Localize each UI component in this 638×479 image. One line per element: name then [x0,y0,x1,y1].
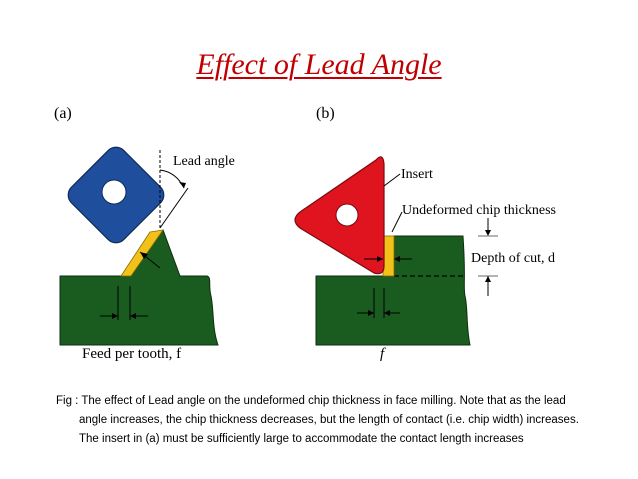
insert-a-hole [101,179,127,205]
depth-of-cut-label: Depth of cut, d [471,251,555,266]
insert-label: Insert [401,167,433,182]
caption-line-2: angle increases, the chip thickness decr… [79,414,579,426]
panel-b-label: (b) [316,105,335,122]
chip-thickness-arrowhead-a [140,252,148,259]
chip-thickness-arrowhead-right-b [394,256,400,262]
insert-b-hole [335,203,359,227]
lead-angle-arrowhead [179,182,186,188]
feed-dim-arrowhead-right-b [384,310,390,316]
depth-arrowhead-top [485,230,491,236]
workpiece-a [59,229,219,346]
insert-leader-line [383,173,401,187]
chip-b [382,235,395,277]
lead-angle-label: Lead angle [173,154,235,169]
feed-dim-arrowhead-right-a [130,313,136,319]
workpiece-b [315,235,471,346]
feed-dim-arrowhead-left-a [112,313,118,319]
chip-leader-line [391,211,403,233]
feed-per-tooth-label: Feed per tooth, f [82,346,181,362]
chip-thickness-arrowhead-left-b [377,256,383,262]
slide-title: Effect of Lead Angle [196,48,442,81]
lead-angle-diagram: (a) Lead angle Feed per tooth, f (b) Ins… [54,105,556,362]
feed-label-b: f [380,346,386,362]
feed-dim-arrowhead-left-b [368,310,374,316]
undeformed-chip-thickness-label: Undeformed chip thickness [402,203,556,218]
depth-arrowhead-bottom [485,276,491,282]
lead-angle-arc [159,169,185,189]
panel-a-label: (a) [54,105,72,122]
caption-line-1: Fig : The effect of Lead angle on the un… [56,395,566,407]
lead-angle-edge-line [159,187,189,229]
caption-line-3: The insert in (a) must be sufficiently l… [79,433,524,445]
figure-caption: Fig : The effect of Lead angle on the un… [56,392,616,449]
